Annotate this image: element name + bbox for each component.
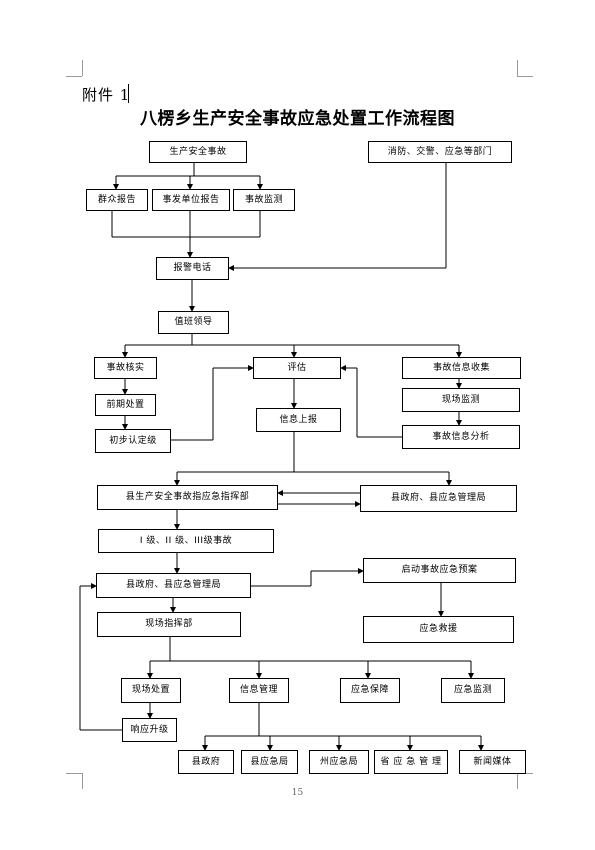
flowchart-title: 八楞乡生产安全事故应急处置工作流程图 <box>140 109 455 129</box>
box-alarm-phone: 报警电话 <box>156 257 229 280</box>
box-accident-monitoring: 事故监测 <box>233 189 295 211</box>
box-emergency-rescue: 应急救援 <box>363 616 514 643</box>
box-county-gov-emergency-2: 县政府、县应急管理局 <box>96 573 251 598</box>
box-accident-levels: I 级、II 级、III级事故 <box>98 529 274 553</box>
box-site-handling: 现场处置 <box>121 678 181 703</box>
corner-mark-top-left-v <box>82 60 83 76</box>
box-county-command: 县生产安全事故指应急指挥部 <box>97 485 278 510</box>
box-county-emergency-bureau: 县应急局 <box>241 750 298 774</box>
box-info-management: 信息管理 <box>229 678 289 703</box>
box-info-report: 信息上报 <box>256 408 341 432</box>
corner-mark-top-right <box>517 76 533 77</box>
attachment-label: 附件 1 <box>82 86 131 104</box>
box-production-accident: 生产安全事故 <box>149 141 247 163</box>
box-emergency-monitoring: 应急监测 <box>441 678 505 703</box>
corner-mark-bottom-left-v <box>82 773 83 789</box>
box-info-analysis: 事故信息分析 <box>402 425 520 449</box>
corner-mark-bottom-right-v <box>517 773 518 789</box>
corner-mark-top-right-v <box>517 60 518 76</box>
box-county-gov: 县政府 <box>178 750 234 774</box>
box-preliminary-level: 初步认定级 <box>95 429 171 453</box>
box-site-monitoring: 现场监测 <box>402 388 520 412</box>
text-cursor <box>128 84 129 103</box>
box-county-gov-emergency: 县政府、县应急管理局 <box>360 485 517 512</box>
box-accident-verify: 事故核实 <box>94 357 157 379</box>
box-public-report: 群众报告 <box>86 189 148 211</box>
page-number: 15 <box>291 788 304 798</box>
box-news-media: 新闻媒体 <box>459 750 526 774</box>
box-duty-leader: 值班领导 <box>158 311 229 334</box>
box-response-upgrade: 响应升级 <box>122 718 177 742</box>
corner-mark-top-left <box>66 76 82 77</box>
box-prefecture-emergency-bureau: 州应急局 <box>309 750 369 774</box>
box-info-collection: 事故信息收集 <box>402 357 521 379</box>
box-unit-report: 事发单位报告 <box>152 189 230 211</box>
box-early-handling: 前期处置 <box>95 394 156 416</box>
box-site-command: 现场指挥部 <box>97 612 241 637</box>
corner-mark-bottom-left <box>66 773 82 774</box>
box-assessment: 评估 <box>253 357 341 379</box>
box-provincial-emergency: 省 应 急 管 理 <box>374 750 448 774</box>
box-fire-police-departments: 消防、交警、应急等部门 <box>368 141 512 163</box>
box-emergency-support: 应急保障 <box>340 678 400 703</box>
box-start-plan: 启动事故应急预案 <box>363 558 516 583</box>
